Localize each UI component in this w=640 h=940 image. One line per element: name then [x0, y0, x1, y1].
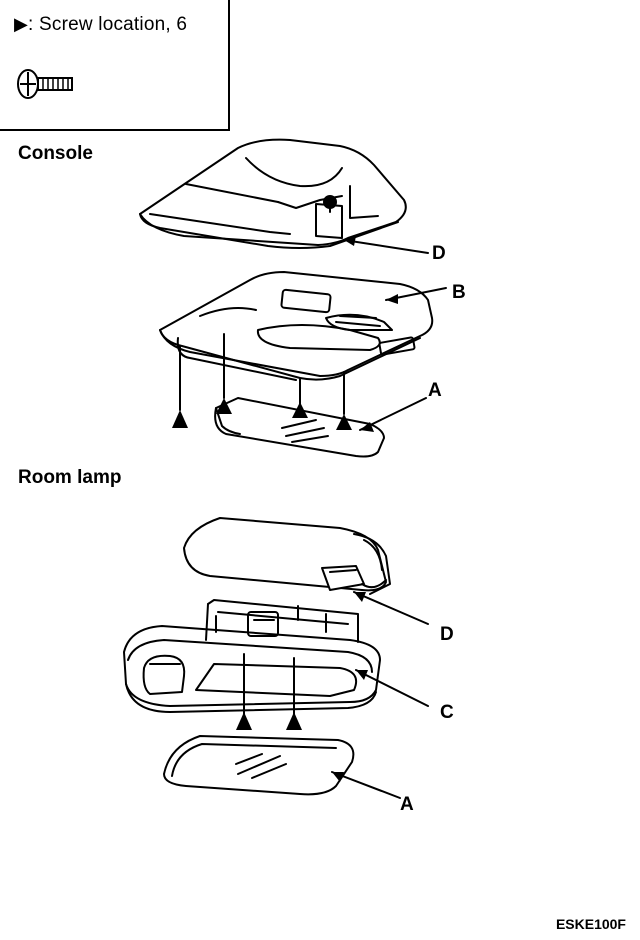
legend-label: ▶: Screw location, 6 — [14, 14, 187, 36]
console-screw-guides — [179, 333, 345, 415]
lamp-c-leader — [355, 669, 429, 707]
lamp-d-leader — [353, 591, 429, 625]
screw-icon — [17, 69, 73, 99]
lamp-screw-markers — [236, 712, 302, 730]
console-title: Console — [18, 143, 93, 164]
lamp-callout-a: A — [400, 794, 414, 815]
console-screw-markers — [172, 398, 352, 430]
lamp-lens — [163, 735, 355, 796]
console-callout-b: B — [452, 282, 466, 303]
screw-location-marker-icon: ▶ — [14, 14, 29, 34]
console-screw — [323, 195, 337, 209]
console-callout-a: A — [428, 380, 442, 401]
console-base — [159, 271, 434, 381]
lamp-cover — [183, 517, 391, 595]
lamp-callout-c: C — [440, 702, 454, 723]
console-cover — [139, 138, 407, 249]
reference-code: ESKE100F — [555, 916, 626, 932]
legend-box: ▶: Screw location, 6 — [0, 0, 230, 131]
lamp-screw-guides — [243, 653, 295, 715]
console-d-leader — [343, 239, 429, 254]
room-lamp-title: Room lamp — [18, 467, 122, 488]
console-callout-d: D — [432, 243, 446, 264]
lamp-a-leader — [331, 771, 401, 799]
console-lens — [214, 397, 385, 458]
lamp-housing — [123, 599, 381, 713]
legend-text: : Screw location, 6 — [28, 14, 188, 35]
lamp-callout-d: D — [440, 624, 454, 645]
